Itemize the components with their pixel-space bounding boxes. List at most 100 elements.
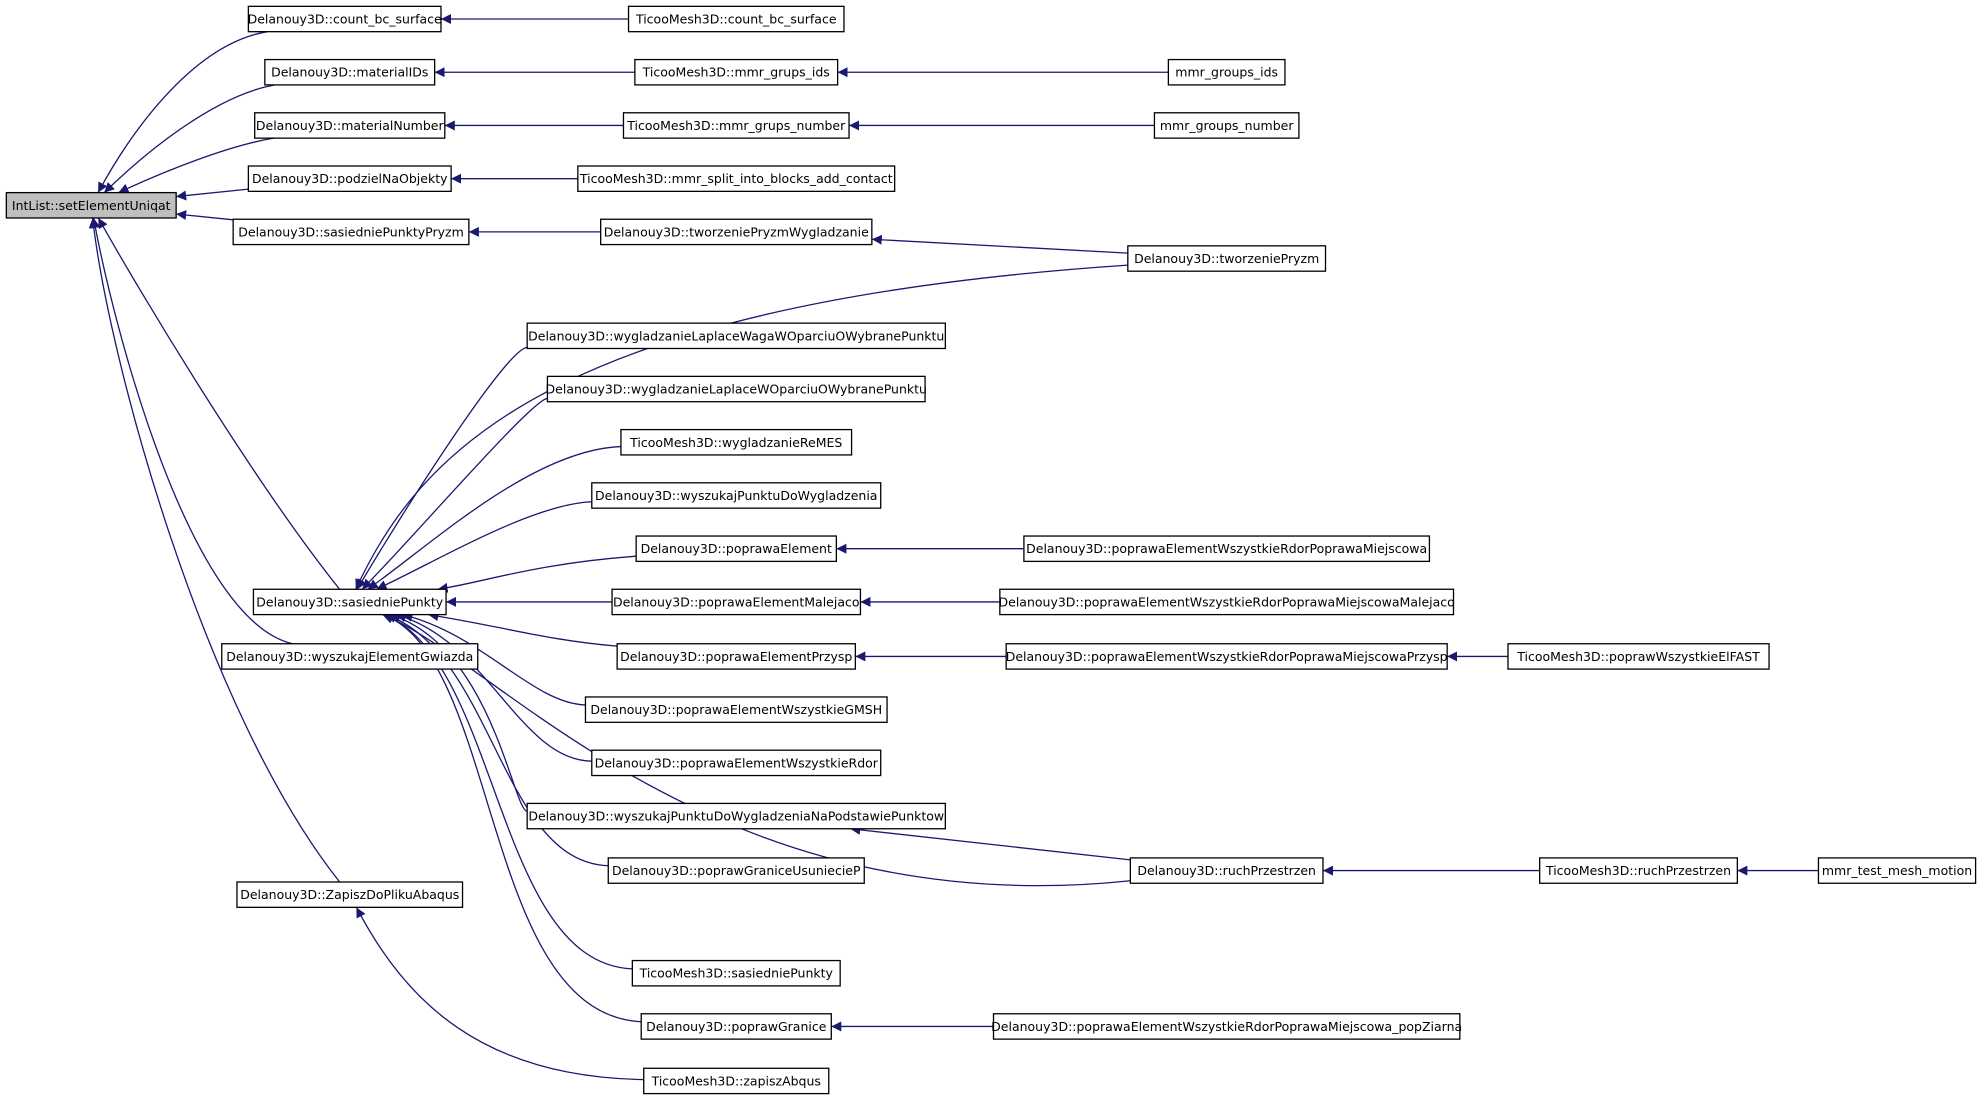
node-d_sasiedniePunktyPryzm[interactable]: Delanouy3D::sasiedniePunktyPryzm (232, 218, 470, 246)
node-t_mmr_grups_number[interactable]: TicooMesh3D::mmr_grups_number (622, 112, 850, 139)
node-box-d_materialNumber (254, 112, 446, 139)
call-edge-d_wyszukaj_element_gwiazda-to-root (90, 217, 293, 645)
node-t_sasiedniePunkty[interactable]: TicooMesh3D::sasiedniePunkty (631, 959, 841, 987)
node-d_tworzeniePryzmWygladzanie[interactable]: Delanouy3D::tworzeniePryzmWygladzanie (600, 218, 873, 246)
node-label-t_count_bc: TicooMesh3D::count_bc_surface (635, 12, 837, 27)
node-box-d_materialIDs (264, 58, 436, 86)
node-label-mmr_groups_ids: mmr_groups_ids (1175, 65, 1278, 80)
node-d_podzielNaObjekty[interactable]: Delanouy3D::podzielNaObjekty (247, 165, 452, 193)
call-edge-t_zapisz_abqus-to-d_zapisz_abaqus (355, 907, 644, 1081)
call-edge-t_wygl_remes-to-d_sasiedniePunkty (367, 445, 621, 590)
call-edge-d_popraw_granice_usuniecie-to-d_sasiedniePunkty (385, 613, 609, 867)
node-t_popraw_wszystkie_elfast[interactable]: TicooMesh3D::poprawWszystkieElFAST (1507, 643, 1770, 670)
node-mmr_groups_number[interactable]: mmr_groups_number (1153, 112, 1300, 139)
node-label-d_poprawa_element: Delanouy3D::poprawaElement (641, 541, 832, 556)
node-box-d_wyszukaj_punktu_np (526, 802, 946, 830)
node-d_wyszukaj_punktu[interactable]: Delanouy3D::wyszukajPunktuDoWygladzenia (591, 482, 882, 509)
node-label-d_podzielNaObjekty: Delanouy3D::podzielNaObjekty (252, 171, 448, 186)
node-d_poprawa_wszystkie_rdor_pm_pop[interactable]: Delanouy3D::poprawaElementWszystkieRdorP… (991, 1013, 1462, 1040)
call-edge-d_tworzeniePryzm-to-d_tworzeniePryzmWygladzanie (871, 234, 1128, 254)
node-box-mmr_test_mesh_motion (1817, 857, 1977, 884)
node-d_ruchPrzestrzen[interactable]: Delanouy3D::ruchPrzestrzen (1129, 857, 1324, 884)
node-label-d_poprawa_wszystkie_rdor_pm_pop: Delanouy3D::poprawaElementWszystkieRdorP… (991, 1019, 1462, 1034)
node-box-t_ruchPrzestrzen (1539, 857, 1739, 884)
node-d_count_bc[interactable]: Delanouy3D::count_bc_surface (248, 5, 442, 33)
node-label-d_wyszukaj_punktu_np: Delanouy3D::wyszukajPunktuDoWygladzeniaN… (528, 809, 944, 824)
node-layer: IntList::setElementUniqat Delanouy3D::cou… (5, 5, 1977, 1095)
call-edge-d_wyszukaj_punktu_np-to-d_sasiedniePunkty (390, 612, 528, 812)
node-box-d_tworzeniePryzmWygladzanie (600, 218, 873, 246)
node-t_wygl_remes[interactable]: TicooMesh3D::wygladzanieReMES (620, 428, 853, 456)
node-box-t_wygl_remes (620, 428, 853, 456)
node-box-d_wygl_laplace_waga (526, 322, 946, 350)
node-d_poprawa_element[interactable]: Delanouy3D::poprawaElement (635, 535, 838, 563)
call-edge-d_sasiedniePunktyPryzm-to-root (176, 210, 234, 221)
node-box-d_tworzeniePryzm (1127, 245, 1327, 272)
node-box-t_mmr_grups_number (622, 112, 850, 139)
node-label-t_sasiedniePunkty: TicooMesh3D::sasiedniePunkty (639, 966, 834, 981)
call-edge-d_ruchPrzestrzen-to-d_wyszukaj_punktu_np (850, 824, 1131, 861)
node-d_poprawa_wszystkie_rdor[interactable]: Delanouy3D::poprawaElementWszystkieRdor (591, 749, 882, 777)
node-mmr_test_mesh_motion[interactable]: mmr_test_mesh_motion (1817, 857, 1977, 884)
node-d_poprawa_przysp[interactable]: Delanouy3D::poprawaElementPrzysp (616, 643, 857, 670)
node-d_zapisz_abaqus[interactable]: Delanouy3D::ZapiszDoPlikuAbaqus (236, 881, 464, 908)
node-t_mmr_split[interactable]: TicooMesh3D::mmr_split_into_blocks_add_c… (577, 165, 896, 193)
node-box-d_wyszukaj_punktu (591, 482, 882, 509)
node-d_tworzeniePryzm[interactable]: Delanouy3D::tworzeniePryzm (1127, 245, 1327, 272)
node-label-t_popraw_wszystkie_elfast: TicooMesh3D::poprawWszystkieElFAST (1516, 649, 1760, 664)
call-edge-d_poprawa_przysp-to-d_sasiedniePunkty (428, 611, 618, 647)
node-box-t_sasiedniePunkty (631, 959, 841, 987)
node-t_ruchPrzestrzen[interactable]: TicooMesh3D::ruchPrzestrzen (1539, 857, 1739, 884)
call-edge-d_podzielNaObjekty-to-root (176, 188, 249, 201)
node-label-d_tworzeniePryzm: Delanouy3D::tworzeniePryzm (1134, 251, 1319, 266)
node-box-t_count_bc (627, 5, 845, 33)
node-d_poprawa_wszystkie_rdor_pm_przysp[interactable]: Delanouy3D::poprawaElementWszystkieRdorP… (1005, 643, 1448, 670)
call-edge-d_wyszukaj_punktu-to-d_sasiedniePunkty (376, 501, 592, 590)
node-d_wyszukaj_element_gwiazda[interactable]: Delanouy3D::wyszukajElementGwiazda (221, 643, 479, 670)
call-edge-d_wygl_laplace-to-d_sasiedniePunkty (361, 397, 548, 590)
node-box-d_poprawa_wszystkie_gmsh (584, 696, 888, 723)
node-label-t_zapisz_abqus: TicooMesh3D::zapiszAbqus (651, 1073, 821, 1088)
node-label-d_wyszukaj_punktu: Delanouy3D::wyszukajPunktuDoWygladzenia (595, 488, 877, 503)
node-d_poprawa_wszystkie_rdor_pm[interactable]: Delanouy3D::poprawaElementWszystkieRdorP… (1023, 535, 1431, 563)
node-d_poprawa_wszystkie_rdor_pm_malejaco[interactable]: Delanouy3D::poprawaElementWszystkieRdorP… (999, 588, 1455, 616)
node-label-t_ruchPrzestrzen: TicooMesh3D::ruchPrzestrzen (1545, 863, 1731, 878)
node-box-d_zapisz_abaqus (236, 881, 464, 908)
node-label-d_count_bc: Delanouy3D::count_bc_surface (248, 12, 442, 27)
node-label-d_materialNumber: Delanouy3D::materialNumber (256, 118, 445, 133)
node-label-mmr_groups_number: mmr_groups_number (1160, 118, 1294, 133)
node-box-t_zapisz_abqus (643, 1067, 830, 1095)
node-box-t_mmr_grups_ids (634, 58, 839, 86)
node-box-d_wygl_laplace (546, 375, 926, 403)
node-box-d_poprawa_wszystkie_rdor_pm_pop (992, 1013, 1461, 1040)
node-d_wyszukaj_punktu_np[interactable]: Delanouy3D::wyszukajPunktuDoWygladzeniaN… (526, 802, 946, 830)
call-edge-d_wygl_laplace_waga-to-d_sasiedniePunkty (356, 346, 528, 590)
node-label-d_zapisz_abaqus: Delanouy3D::ZapiszDoPlikuAbaqus (240, 887, 459, 902)
node-label-t_mmr_grups_ids: TicooMesh3D::mmr_grups_ids (642, 65, 830, 80)
node-box-d_ruchPrzestrzen (1129, 857, 1324, 884)
node-label-d_poprawa_wszystkie_rdor_pm_malejaco: Delanouy3D::poprawaElementWszystkieRdorP… (999, 594, 1455, 609)
node-d_materialNumber[interactable]: Delanouy3D::materialNumber (254, 112, 446, 139)
node-root[interactable]: IntList::setElementUniqat (5, 191, 177, 219)
call-edge-d_poprawa_wszystkie_gmsh-to-d_sasiedniePunkty (402, 612, 586, 706)
node-d_poprawa_wszystkie_gmsh[interactable]: Delanouy3D::poprawaElementWszystkieGMSH (584, 696, 888, 723)
node-label-d_materialIDs: Delanouy3D::materialIDs (271, 65, 428, 80)
node-t_mmr_grups_ids[interactable]: TicooMesh3D::mmr_grups_ids (634, 58, 839, 86)
node-label-d_poprawa_wszystkie_rdor: Delanouy3D::poprawaElementWszystkieRdor (595, 755, 879, 770)
node-label-d_popraw_granice_usuniecie: Delanouy3D::poprawGraniceUsuniecieP (612, 863, 861, 878)
node-t_zapisz_abqus[interactable]: TicooMesh3D::zapiszAbqus (643, 1067, 830, 1095)
node-d_materialIDs[interactable]: Delanouy3D::materialIDs (264, 58, 436, 86)
node-d_sasiedniePunkty[interactable]: Delanouy3D::sasiedniePunkty (252, 588, 447, 616)
node-d_popraw_granice[interactable]: Delanouy3D::poprawGranice (640, 1013, 832, 1040)
node-d_popraw_granice_usuniecie[interactable]: Delanouy3D::poprawGraniceUsuniecieP (607, 857, 865, 884)
node-d_wygl_laplace_waga[interactable]: Delanouy3D::wygladzanieLaplaceWagaWOparc… (526, 322, 946, 350)
node-label-d_wygl_laplace_waga: Delanouy3D::wygladzanieLaplaceWagaWOparc… (528, 328, 944, 343)
node-d_poprawa_malejaco[interactable]: Delanouy3D::poprawaElementMalejaco (611, 588, 862, 616)
node-mmr_groups_ids[interactable]: mmr_groups_ids (1167, 58, 1286, 86)
node-box-d_poprawa_wszystkie_rdor_pm_przysp (1005, 643, 1448, 670)
node-d_wygl_laplace[interactable]: Delanouy3D::wygladzanieLaplaceWOparciuOW… (546, 375, 927, 403)
node-box-d_poprawa_element (635, 535, 838, 563)
node-label-d_poprawa_malejaco: Delanouy3D::poprawaElementMalejaco (613, 594, 860, 609)
node-t_count_bc[interactable]: TicooMesh3D::count_bc_surface (627, 5, 845, 33)
node-label-mmr_test_mesh_motion: mmr_test_mesh_motion (1822, 863, 1972, 878)
